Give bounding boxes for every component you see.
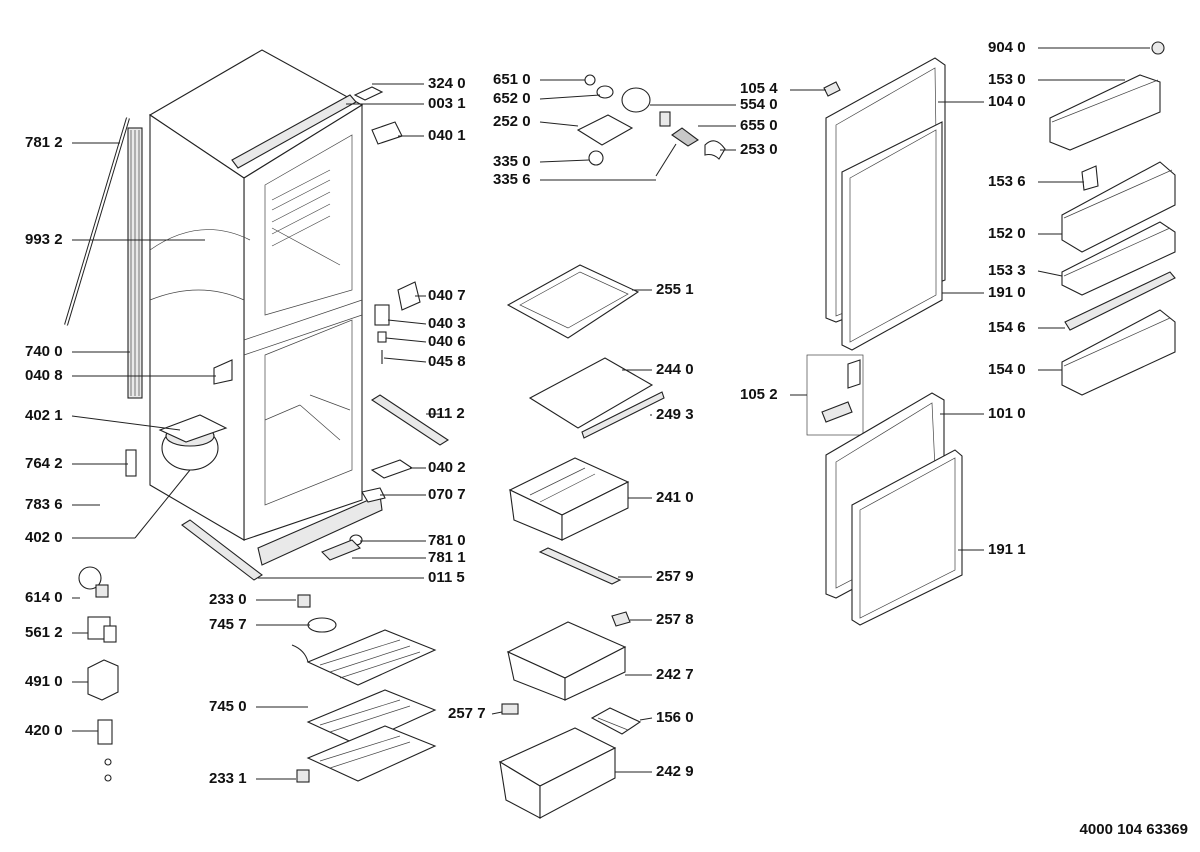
part-label: 153 0 bbox=[988, 71, 1026, 88]
part-label: 655 0 bbox=[740, 117, 778, 134]
part-label: 156 0 bbox=[656, 709, 694, 726]
part-label: 003 1 bbox=[428, 95, 466, 112]
part-label: 104 0 bbox=[988, 93, 1026, 110]
fridge-door bbox=[823, 57, 946, 351]
part-label: 011 5 bbox=[428, 569, 465, 586]
part-label: 783 6 bbox=[25, 496, 63, 513]
part-label: 745 7 bbox=[209, 616, 247, 633]
ice-tray bbox=[590, 707, 642, 735]
part-label: 045 8 bbox=[428, 353, 466, 370]
part-label: 040 3 bbox=[428, 315, 466, 332]
part-label: 011 2 bbox=[428, 405, 465, 422]
glass-shelf-plain bbox=[528, 357, 665, 439]
part-label: 402 0 bbox=[25, 529, 63, 546]
drain-tube bbox=[64, 117, 130, 326]
part-label: 257 8 bbox=[656, 611, 694, 628]
freezer-drawer-lower bbox=[498, 727, 617, 819]
part-label: 153 3 bbox=[988, 262, 1026, 279]
drawer-rail bbox=[538, 547, 631, 627]
condenser-coil bbox=[127, 127, 143, 399]
part-label: 070 7 bbox=[428, 486, 466, 503]
part-label: 153 6 bbox=[988, 173, 1026, 190]
part-label: 255 1 bbox=[656, 281, 694, 298]
part-label: 420 0 bbox=[25, 722, 63, 739]
part-label: 993 2 bbox=[25, 231, 63, 248]
part-label: 154 6 bbox=[988, 319, 1026, 336]
part-label: 040 2 bbox=[428, 459, 466, 476]
part-label: 614 0 bbox=[25, 589, 63, 606]
part-label: 491 0 bbox=[25, 673, 63, 690]
part-label: 335 0 bbox=[493, 153, 531, 170]
part-label: 242 7 bbox=[656, 666, 694, 683]
part-label: 253 0 bbox=[740, 141, 778, 158]
part-label: 105 2 bbox=[740, 386, 778, 403]
thermostat-assembly bbox=[576, 74, 726, 177]
part-label: 249 3 bbox=[656, 406, 694, 423]
wire-shelves bbox=[291, 594, 437, 783]
part-label: 781 2 bbox=[25, 134, 63, 151]
leader-lines bbox=[71, 47, 1150, 780]
part-label: 402 1 bbox=[25, 407, 63, 424]
part-label: 242 9 bbox=[656, 763, 694, 780]
part-label: 233 1 bbox=[209, 770, 247, 787]
part-label: 241 0 bbox=[656, 489, 694, 506]
part-label: 154 0 bbox=[988, 361, 1026, 378]
hinge-parts bbox=[181, 86, 450, 581]
part-label: 652 0 bbox=[493, 90, 531, 107]
part-label: 257 9 bbox=[656, 568, 694, 585]
part-label: 745 0 bbox=[209, 698, 247, 715]
part-label: 324 0 bbox=[428, 75, 466, 92]
part-label: 561 2 bbox=[25, 624, 63, 641]
part-label: 244 0 bbox=[656, 361, 694, 378]
part-label: 781 1 bbox=[428, 549, 466, 566]
freezer-drawer-upper bbox=[508, 457, 630, 541]
part-label: 191 1 bbox=[988, 541, 1026, 558]
glass-shelf-framed bbox=[506, 264, 640, 339]
part-label: 191 0 bbox=[988, 284, 1026, 301]
part-label: 554 0 bbox=[740, 96, 778, 113]
part-label: 335 6 bbox=[493, 171, 531, 188]
compressor bbox=[125, 414, 228, 477]
part-label: 152 0 bbox=[988, 225, 1026, 242]
cabinet-body bbox=[148, 49, 383, 566]
electrical-components bbox=[78, 566, 119, 782]
part-label: 651 0 bbox=[493, 71, 531, 88]
part-label: 257 7 bbox=[448, 705, 486, 722]
document-number: 4000 104 63369 bbox=[1079, 821, 1188, 838]
part-label: 040 6 bbox=[428, 333, 466, 350]
door-hinge-set bbox=[806, 354, 864, 436]
part-label: 040 1 bbox=[428, 127, 466, 144]
part-label: 233 0 bbox=[209, 591, 247, 608]
part-label: 904 0 bbox=[988, 39, 1026, 56]
part-label: 040 8 bbox=[25, 367, 63, 384]
part-label: 781 0 bbox=[428, 532, 466, 549]
part-label: 740 0 bbox=[25, 343, 63, 360]
door-bins bbox=[1049, 41, 1176, 396]
freezer-door bbox=[825, 392, 963, 626]
part-label: 252 0 bbox=[493, 113, 531, 130]
freezer-drawer-middle bbox=[501, 621, 627, 715]
part-label: 105 4 bbox=[740, 80, 778, 97]
part-label: 764 2 bbox=[25, 455, 63, 472]
part-label: 040 7 bbox=[428, 287, 466, 304]
part-label: 101 0 bbox=[988, 405, 1026, 422]
